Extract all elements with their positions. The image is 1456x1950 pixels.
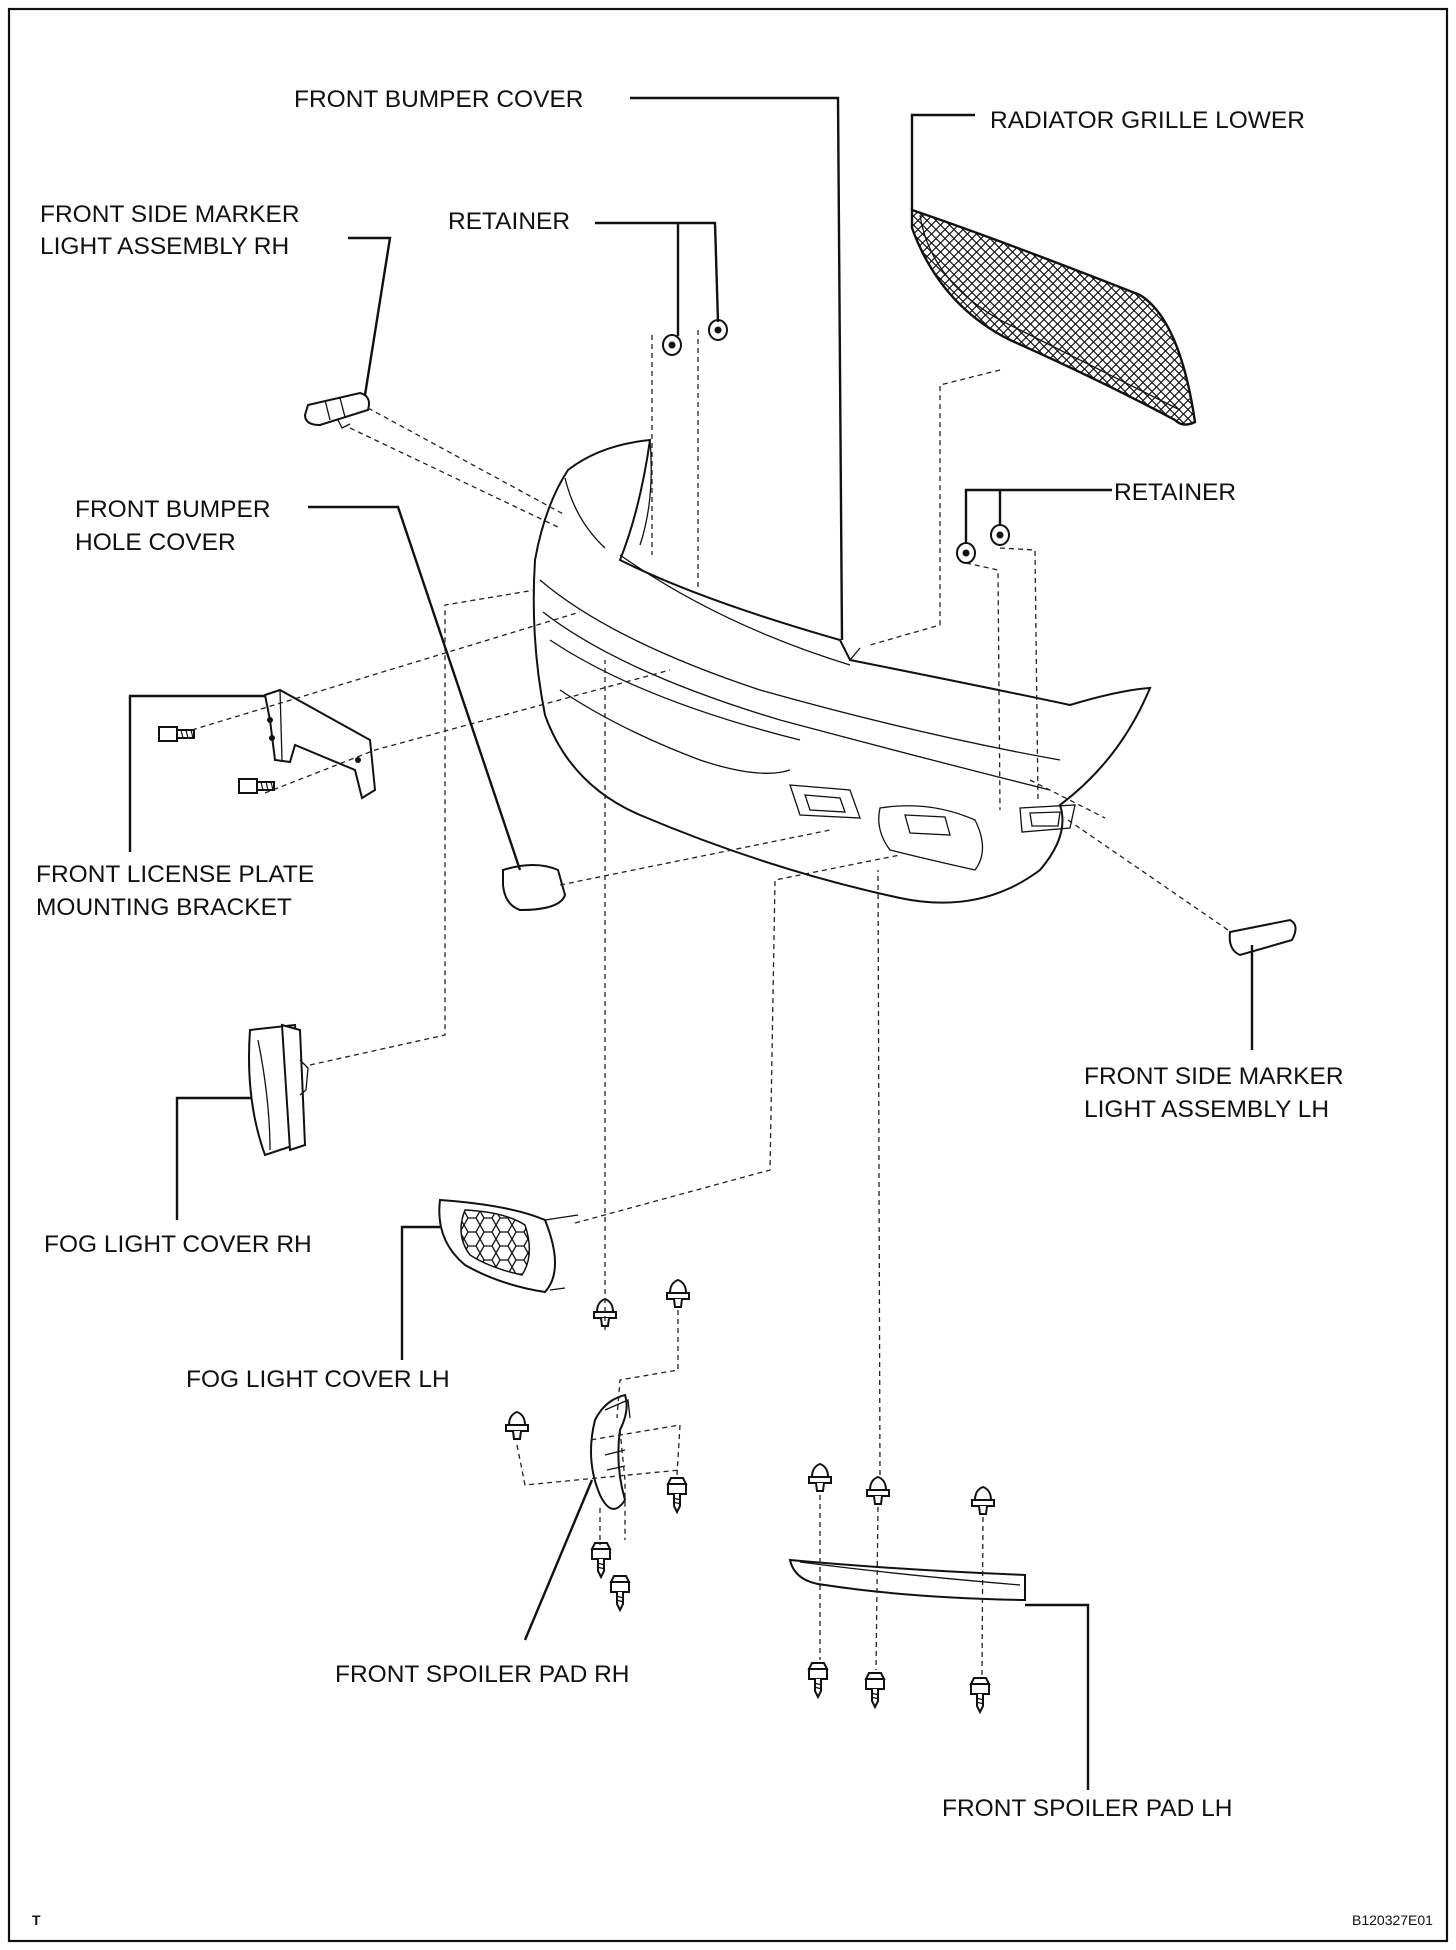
clip-icon [866,1476,890,1505]
label-marker-lh-line1: FRONT SIDE MARKER [1084,1063,1344,1090]
screw-icon [865,1672,885,1708]
retainer-icon [956,542,976,564]
figure-code: B120327E01 [1352,1912,1433,1928]
radiator-grille-lower-drawing [910,208,1197,426]
retainer-icon [708,319,728,341]
retainer-icon [990,524,1010,546]
label-hole-cover-line1: FRONT BUMPER [75,496,271,523]
bumper-hole-cover-drawing [502,864,567,912]
page-border [7,7,1449,1943]
screw-icon [667,1477,687,1513]
clip-icon [593,1298,617,1327]
clip-icon [808,1463,832,1492]
label-hole-cover-line2: HOLE COVER [75,529,236,556]
label-retainer-right: RETAINER [1114,479,1236,506]
screw-icon [591,1542,611,1578]
label-retainer-upper: RETAINER [448,208,570,235]
retainer-icon [662,334,682,356]
label-marker-lh-line2: LIGHT ASSEMBLY LH [1084,1096,1329,1123]
side-marker-light-lh-drawing [1228,918,1297,957]
fog-light-cover-lh-drawing [438,1198,579,1294]
label-radiator-grille-lower: RADIATOR GRILLE LOWER [990,107,1305,134]
front-spoiler-pad-rh-drawing [590,1393,631,1510]
label-fog-light-cover-lh: FOG LIGHT COVER LH [186,1366,450,1393]
screw-icon [970,1677,990,1713]
front-bumper-cover-drawing [532,438,1152,904]
license-plate-bracket-drawing [263,688,377,800]
front-spoiler-pad-lh-drawing [788,1558,1026,1602]
label-marker-rh-line2: LIGHT ASSEMBLY RH [40,233,289,260]
bolt-icon [158,726,195,742]
label-license-line2: MOUNTING BRACKET [36,894,292,921]
label-marker-rh-line1: FRONT SIDE MARKER [40,201,300,228]
screw-icon [808,1662,828,1698]
clip-icon [666,1279,690,1308]
clip-icon [505,1411,529,1440]
label-leader-lines [128,96,1254,1790]
side-marker-light-rh-drawing [303,391,370,429]
label-front-bumper-cover: FRONT BUMPER COVER [294,86,584,113]
label-front-spoiler-pad-lh: FRONT SPOILER PAD LH [942,1795,1232,1822]
clip-icon [971,1486,995,1515]
fog-light-cover-rh-drawing [248,1023,309,1157]
label-fog-light-cover-rh: FOG LIGHT COVER RH [44,1231,312,1258]
label-license-line1: FRONT LICENSE PLATE [36,861,314,888]
footer-mark: T [32,1912,41,1928]
label-front-spoiler-pad-rh: FRONT SPOILER PAD RH [335,1661,630,1688]
assembly-dash-lines [191,330,1229,1676]
screw-icon [610,1575,630,1611]
